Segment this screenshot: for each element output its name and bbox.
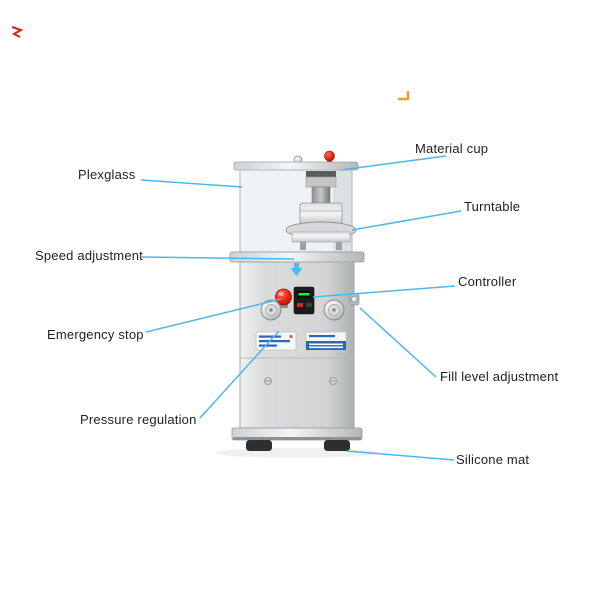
leader-plexglass: [140, 179, 243, 188]
silicone-foot-left: [246, 440, 272, 451]
deck-plate: [229, 251, 365, 263]
emergency-stop-base: [279, 303, 288, 308]
name-plates: [255, 331, 347, 351]
leader-turntable: [351, 210, 462, 231]
leader-speed-adjustment: [141, 256, 295, 260]
label-emergency-stop: Emergency stop: [47, 327, 144, 342]
leader-controller: [312, 285, 456, 298]
leader-material-cup: [340, 155, 447, 171]
emergency-stop-button: [275, 288, 292, 306]
material-cup-cap: [324, 150, 335, 162]
leader-fill-level: [359, 307, 437, 378]
label-material-cup: Material cup: [415, 141, 489, 156]
base-edge: [233, 437, 361, 440]
stray-mark-orange: [398, 91, 410, 101]
control-panel: [260, 286, 360, 321]
silicone-foot-right: [324, 440, 350, 451]
enclosure-top-plate: [233, 161, 359, 171]
label-fill-level-adjustment: Fill level adjustment: [440, 369, 559, 384]
label-turntable: Turntable: [464, 199, 521, 214]
leader-silicone-mat: [346, 450, 455, 461]
label-pressure-regulation: Pressure regulation: [80, 412, 197, 427]
leader-emergency-stop: [145, 298, 282, 333]
leader-pressure-regulation: [199, 330, 280, 419]
turntable-assembly: [285, 171, 357, 250]
label-plexglass: Plexglass: [78, 167, 136, 182]
ground-shadow: [215, 448, 379, 458]
door-screws: [264, 377, 337, 385]
label-controller: Controller: [458, 274, 517, 289]
label-silicone-mat: Silicone mat: [456, 452, 530, 467]
down-arrow-icon: [290, 263, 303, 276]
leader-lines: [140, 155, 462, 461]
stray-mark-red: [11, 26, 24, 38]
label-speed-adjustment: Speed adjustment: [35, 248, 143, 263]
